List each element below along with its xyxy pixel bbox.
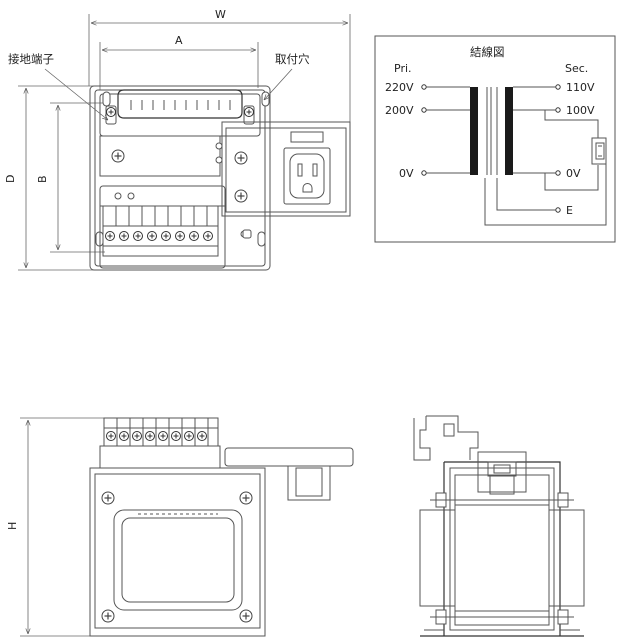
sec-tap-100: 100V [566, 104, 595, 117]
mounting-slot [102, 91, 111, 107]
dimension-b-label: B [36, 175, 49, 183]
dimension-h-label: H [6, 522, 19, 530]
dimension-d-label: D [4, 175, 17, 183]
outlet-panel [221, 121, 351, 217]
base-plate [89, 85, 271, 271]
dimension-a [99, 42, 259, 90]
terminal-block [102, 206, 219, 257]
ground-terminal-screw [105, 105, 117, 125]
pri-tap-0: 0V [399, 167, 414, 180]
front-view: H [6, 417, 354, 637]
wiring-frame [374, 35, 616, 243]
front-terminal-block [99, 417, 221, 469]
sec-label: Sec. [565, 62, 588, 75]
dimension-w [88, 14, 351, 122]
primary-coil [470, 87, 478, 175]
power-outlet [283, 147, 331, 205]
dimension-b [50, 102, 105, 253]
dimension-d [18, 85, 95, 271]
side-view [413, 415, 585, 637]
mounting-slot [261, 91, 270, 107]
wiring-title: 結線図 [470, 45, 505, 59]
sec-tap-110: 110V [566, 81, 595, 94]
core-fins [130, 100, 231, 110]
pri-tap-200: 200V [385, 104, 414, 117]
top-view: 接地端子 取付穴 W A D B [4, 8, 351, 271]
wiring-diagram: 結線図 Pri. Sec. 220V 200V 0V 110V 100V 0V … [374, 35, 616, 243]
sec-tap-0: 0V [566, 167, 581, 180]
front-body [89, 467, 266, 637]
ground-terminal-label: 接地端子 [8, 52, 54, 66]
pri-label: Pri. [394, 62, 412, 75]
dimension-w-label: W [215, 8, 226, 21]
pri-tap-220: 220V [385, 81, 414, 94]
dimension-a-label: A [175, 34, 183, 47]
side-bolts [430, 492, 574, 625]
earth-label: E [566, 204, 573, 217]
mounting-hole-label: 取付穴 [275, 52, 310, 66]
mounting-slot [257, 231, 266, 247]
secondary-coil [505, 87, 513, 175]
